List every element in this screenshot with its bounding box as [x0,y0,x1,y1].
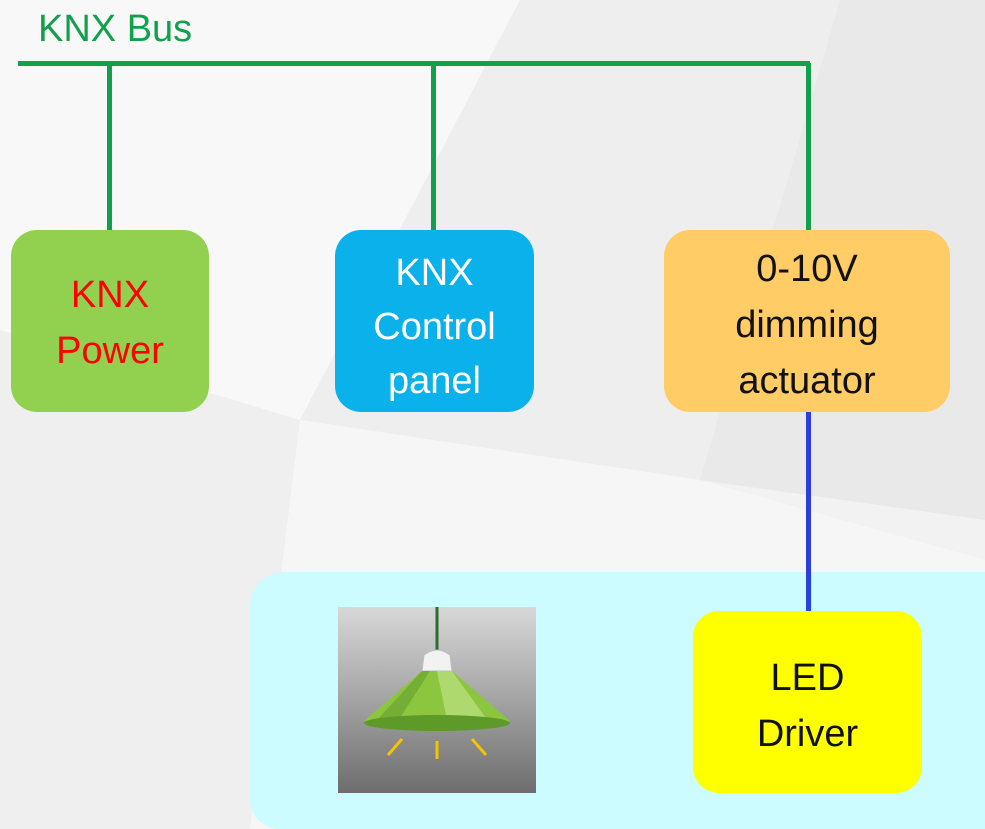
bus-drop-power [107,63,112,231]
knx-power-label: KNX Power [56,274,164,372]
knx-control-panel-node: KNX Control panel [335,230,534,412]
knx-bus-line [18,61,810,66]
bus-drop-control-panel [431,63,436,231]
dimming-actuator-label: 0-10V dimming actuator [735,248,879,402]
bus-drop-dimming-actuator [806,63,811,231]
knx-control-panel-label: KNX Control panel [373,252,496,402]
control-link-line [806,412,811,612]
led-driver-label: LED Driver [756,657,859,755]
pendant-lamp-icon [364,607,510,759]
knx-bus-label: KNX Bus [38,8,193,50]
lamp-image [338,607,536,793]
knx-power-node: KNX Power [11,230,209,412]
led-driver-node: LED Driver [693,611,922,793]
dimming-actuator-node: 0-10V dimming actuator [664,230,950,412]
